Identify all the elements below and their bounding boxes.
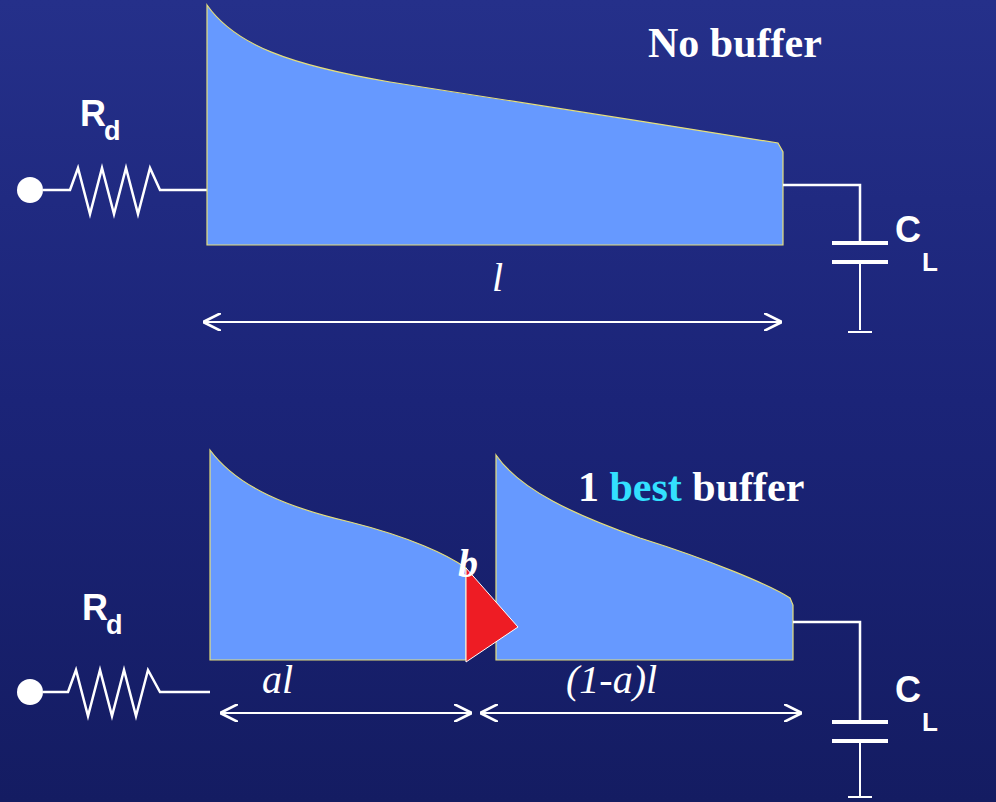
case-title: No buffer <box>648 22 822 64</box>
capacitor-label: C <box>895 212 921 248</box>
capacitor-label: C <box>895 672 921 708</box>
capacitor-plate <box>832 720 888 724</box>
case-title-group: 1 bestbuffer <box>578 466 815 508</box>
length-label: al <box>262 660 293 700</box>
resistor-symbol <box>43 670 210 716</box>
resistor-subscript: d <box>104 118 121 145</box>
length-label: l <box>492 258 503 298</box>
length-arrow <box>482 712 800 714</box>
resistor-label: R <box>80 96 106 132</box>
load-wire <box>793 622 860 722</box>
ground-wire <box>859 741 861 796</box>
driver-terminal <box>17 679 43 705</box>
ground-symbol <box>848 796 872 798</box>
case-title-highlight: best <box>610 466 682 508</box>
case-title: buffer <box>692 466 804 508</box>
wire-rc-profile <box>210 450 466 660</box>
case-title: 1 <box>578 466 599 508</box>
length-arrow <box>222 712 470 714</box>
resistor-label: R <box>82 590 108 626</box>
ground-symbol <box>848 331 872 333</box>
capacitor-plate <box>832 241 888 245</box>
resistor-symbol <box>43 168 207 214</box>
buffer-size-label: b <box>458 544 478 584</box>
ground-wire <box>859 262 861 330</box>
length-arrow <box>205 321 780 323</box>
driver-terminal <box>17 177 43 203</box>
capacitor-subscript: L <box>922 709 938 735</box>
capacitor-subscript: L <box>922 249 938 275</box>
load-wire <box>783 185 860 243</box>
resistor-subscript: d <box>106 612 123 639</box>
length-label: (1-a)l <box>566 660 657 700</box>
